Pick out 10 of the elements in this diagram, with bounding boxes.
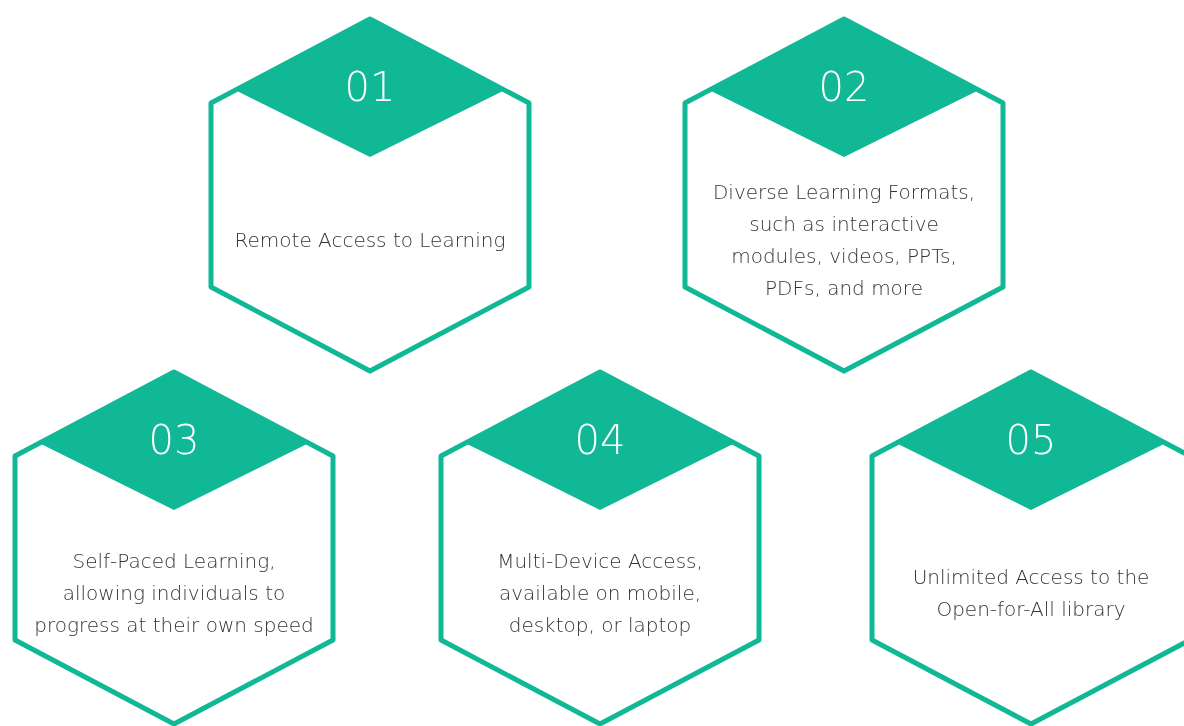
step-number: 05 — [1004, 416, 1058, 464]
step-number: 02 — [817, 63, 871, 111]
description-text: Remote Access to Learning — [234, 227, 506, 254]
description-text: Unlimited Access to the Open-for-All library — [911, 564, 1151, 623]
step-number: 03 — [147, 416, 201, 464]
description-text: Diverse Learning Formats, such as interactive modules, videos, PPTs, PDFs, and more — [711, 179, 977, 302]
step-number: 01 — [343, 63, 397, 111]
step-number: 04 — [573, 416, 627, 464]
description-text: Self-Paced Learning, allowing individuals to progress at their own speed — [33, 548, 315, 639]
description-text: Multi-Device Access, available on mobile, desktop, or laptop — [496, 548, 704, 639]
